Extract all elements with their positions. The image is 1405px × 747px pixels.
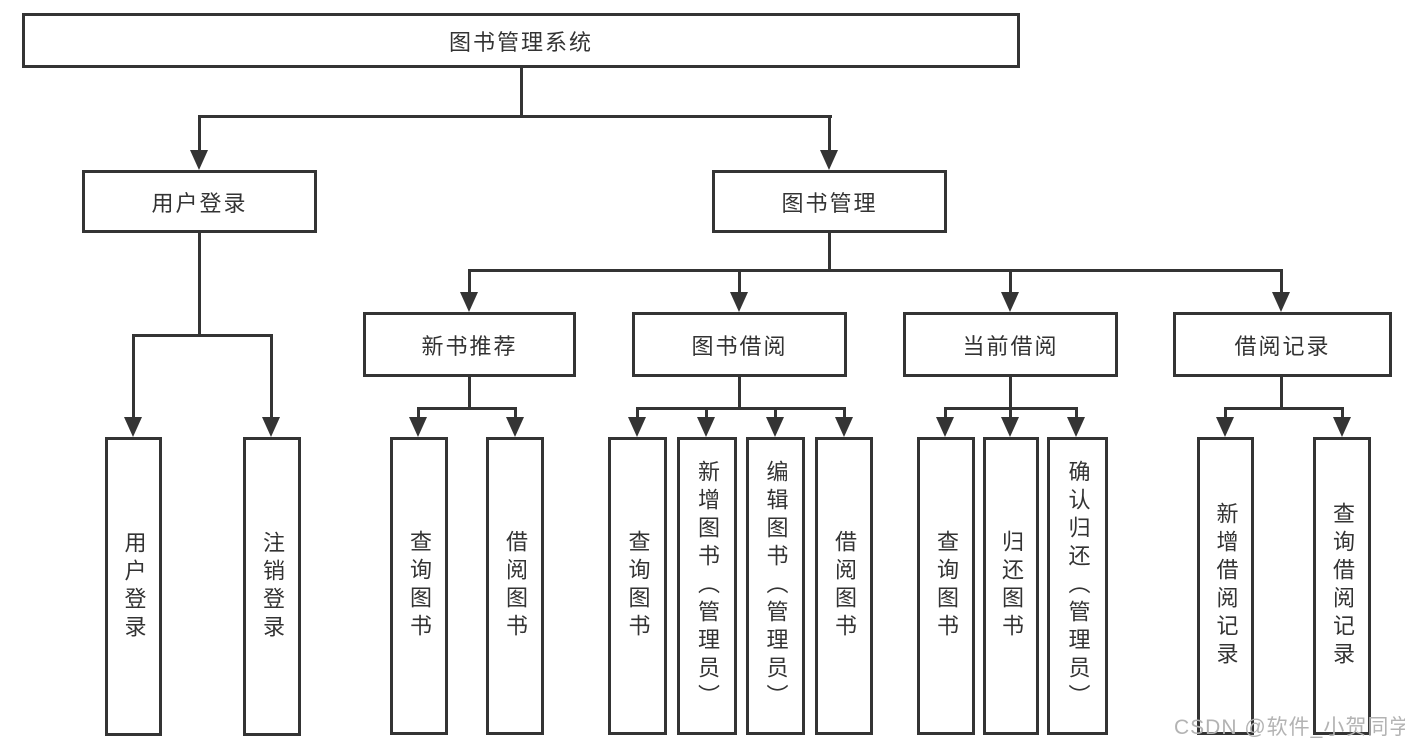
- arrow-leaf-logout-icon: [262, 417, 280, 437]
- leaf-borrow-query-book: 查询图书: [608, 437, 667, 735]
- leaf-login-user-login-label: 用户登录: [121, 530, 147, 643]
- connector-drop-recommend-borrow: [514, 407, 517, 417]
- connector-root-stem: [520, 68, 523, 117]
- arrow-borrow-edit-icon: [766, 417, 784, 437]
- leaf-borrow-edit-book: 编辑图书（管理员）: [746, 437, 805, 735]
- arrow-borrow-add-icon: [697, 417, 715, 437]
- connector-user-login-stem: [198, 233, 201, 337]
- leaf-recommend-borrow-book-label: 借阅图书: [503, 530, 528, 642]
- connector-drop-records-add: [1224, 407, 1227, 417]
- connector-book-management-branch: [468, 269, 1282, 272]
- leaf-current-query-book-label: 查询图书: [934, 530, 959, 642]
- arrow-borrow-query-icon: [628, 417, 646, 437]
- leaf-login-logout-label: 注销登录: [260, 530, 285, 643]
- connector-borrow-branch: [636, 407, 846, 410]
- arrow-current-return-icon: [1001, 417, 1019, 437]
- leaf-current-confirm-return-label: 确认归还（管理员）: [1065, 460, 1091, 712]
- connector-records-stem: [1280, 377, 1283, 410]
- leaf-records-query-record-label: 查询借阅记录: [1330, 502, 1355, 670]
- connector-recommend-stem: [468, 377, 471, 410]
- leaf-recommend-borrow-book: 借阅图书: [486, 437, 544, 735]
- connector-recommend-branch: [417, 407, 517, 410]
- arrow-book-management-icon: [820, 150, 838, 170]
- node-new-book-recommend: 新书推荐: [363, 312, 576, 377]
- connector-book-management-stem: [828, 233, 831, 272]
- node-book-borrow: 图书借阅: [632, 312, 847, 377]
- leaf-records-add-record-label: 新增借阅记录: [1213, 502, 1239, 670]
- connector-user-login-branch: [132, 334, 273, 337]
- node-root-library-system: 图书管理系统: [22, 13, 1020, 68]
- node-borrow-records: 借阅记录: [1173, 312, 1392, 377]
- leaf-current-return-book: 归还图书: [983, 437, 1039, 735]
- connector-current-stem: [1009, 377, 1012, 410]
- arrow-new-book-recommend-icon: [460, 292, 478, 312]
- leaf-login-logout: 注销登录: [243, 437, 301, 736]
- connector-drop-current-confirm: [1075, 407, 1078, 417]
- connector-root-branch: [198, 115, 832, 118]
- node-new-book-recommend-label: 新书推荐: [421, 333, 518, 359]
- arrow-current-borrow-icon: [1001, 292, 1019, 312]
- arrow-current-query-icon: [936, 417, 954, 437]
- node-current-borrow-label: 当前借阅: [962, 333, 1059, 359]
- connector-drop-book-borrow: [738, 269, 741, 292]
- node-current-borrow: 当前借阅: [903, 312, 1118, 377]
- arrow-recommend-borrow-icon: [506, 417, 524, 437]
- arrow-records-query-icon: [1333, 417, 1351, 437]
- leaf-records-add-record: 新增借阅记录: [1197, 437, 1254, 735]
- arrow-current-confirm-icon: [1067, 417, 1085, 437]
- csdn-watermark: CSDN @软件_小贺同学: [1174, 716, 1405, 739]
- connector-drop-current-borrow: [1009, 269, 1012, 292]
- connector-drop-user-login: [198, 115, 201, 150]
- leaf-borrow-borrow-book: 借阅图书: [815, 437, 873, 735]
- leaf-records-query-record: 查询借阅记录: [1313, 437, 1371, 735]
- connector-borrow-stem: [738, 377, 741, 410]
- arrow-borrow-borrow-icon: [835, 417, 853, 437]
- connector-records-branch: [1224, 407, 1344, 410]
- leaf-login-user-login: 用户登录: [105, 437, 162, 736]
- node-book-borrow-label: 图书借阅: [691, 333, 788, 359]
- connector-drop-borrow-query: [636, 407, 639, 417]
- connector-drop-borrow-add: [705, 407, 708, 417]
- arrow-records-add-icon: [1216, 417, 1234, 437]
- leaf-borrow-edit-book-label: 编辑图书（管理员）: [763, 460, 789, 712]
- node-book-management-label: 图书管理: [781, 190, 878, 216]
- node-book-management: 图书管理: [712, 170, 947, 233]
- connector-drop-borrow-borrow: [843, 407, 846, 417]
- node-borrow-records-label: 借阅记录: [1234, 333, 1331, 359]
- arrow-recommend-query-icon: [409, 417, 427, 437]
- connector-drop-leaf-user-login: [132, 334, 135, 417]
- connector-drop-records-query: [1341, 407, 1344, 417]
- node-user-login: 用户登录: [82, 170, 317, 233]
- leaf-current-return-book-label: 归还图书: [999, 530, 1024, 642]
- leaf-recommend-query-book-label: 查询图书: [407, 530, 432, 642]
- connector-drop-borrow-records: [1280, 269, 1283, 292]
- connector-drop-leaf-logout: [270, 334, 273, 417]
- arrow-borrow-records-icon: [1272, 292, 1290, 312]
- connector-drop-new-book-recommend: [468, 269, 471, 292]
- connector-drop-current-query: [944, 407, 947, 417]
- arrow-user-login-icon: [190, 150, 208, 170]
- leaf-borrow-borrow-book-label: 借阅图书: [832, 530, 857, 642]
- leaf-borrow-add-book: 新增图书（管理员）: [677, 437, 737, 735]
- leaf-current-confirm-return: 确认归还（管理员）: [1047, 437, 1108, 735]
- arrow-book-borrow-icon: [730, 292, 748, 312]
- arrow-leaf-user-login-icon: [124, 417, 142, 437]
- leaf-borrow-query-book-label: 查询图书: [625, 530, 651, 642]
- leaf-borrow-add-book-label: 新增图书（管理员）: [695, 460, 720, 712]
- node-root-label: 图书管理系统: [448, 29, 593, 55]
- connector-drop-borrow-edit: [774, 407, 777, 417]
- leaf-recommend-query-book: 查询图书: [390, 437, 448, 735]
- connector-drop-recommend-query: [417, 407, 420, 417]
- node-user-login-label: 用户登录: [151, 190, 248, 216]
- leaf-current-query-book: 查询图书: [917, 437, 975, 735]
- connector-drop-current-return: [1009, 407, 1012, 417]
- connector-drop-book-management: [828, 115, 831, 150]
